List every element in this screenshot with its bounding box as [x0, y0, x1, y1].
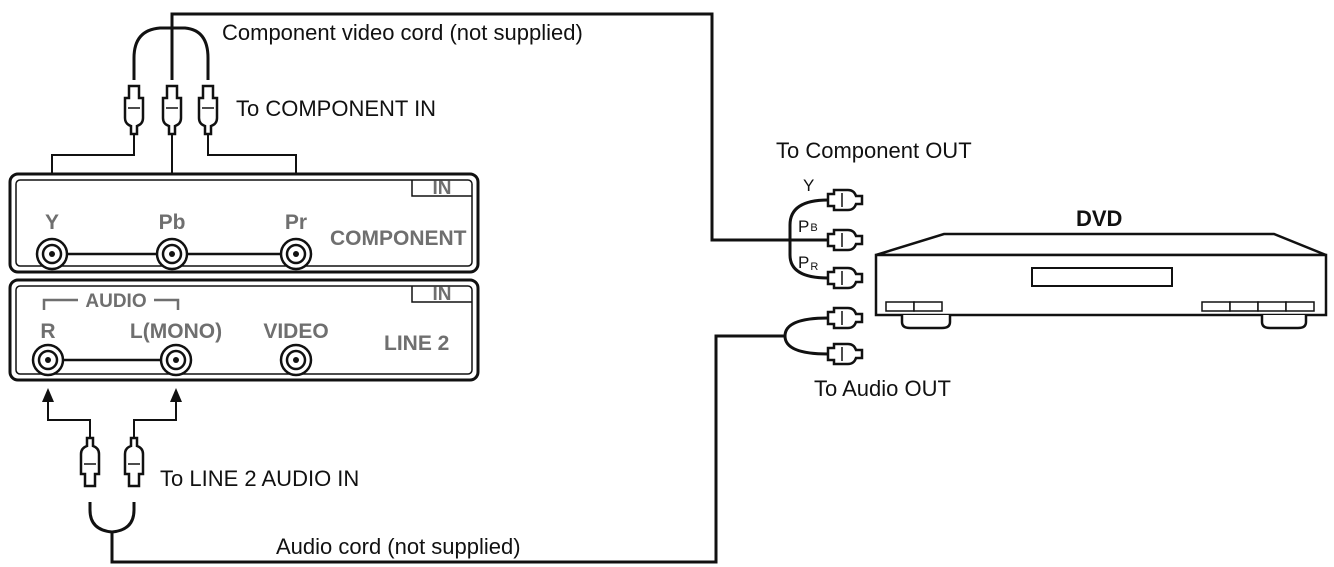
audio-cord-label: Audio cord (not supplied) — [276, 534, 521, 559]
jack-y[interactable] — [35, 237, 69, 271]
plug-icon — [123, 436, 145, 488]
arrow-up-icon — [42, 388, 54, 402]
plug-icon — [161, 84, 183, 136]
jack-label-r: R — [40, 320, 55, 343]
arrow-up-icon — [170, 388, 182, 402]
component-panel-title: COMPONENT — [330, 227, 467, 250]
audio-out-plugs — [783, 306, 864, 366]
jack-audio-r[interactable] — [31, 343, 65, 377]
plug-icon — [826, 342, 864, 366]
audio-cord — [42, 334, 785, 564]
line2-panel-title: LINE 2 — [384, 332, 449, 355]
jack-audio-l[interactable] — [159, 343, 193, 377]
plug-icon — [826, 188, 864, 212]
jack-label-video: VIDEO — [263, 320, 328, 343]
component-in-tag: IN — [433, 178, 452, 199]
plug-icon — [79, 436, 101, 488]
out-label-pb: PB — [798, 217, 818, 236]
to-line2-audio-in-label: To LINE 2 AUDIO IN — [160, 466, 359, 491]
out-label-y: Y — [803, 176, 814, 195]
dvd-player — [874, 232, 1328, 330]
jack-label-pb: Pb — [159, 211, 186, 234]
component-out-plugs — [788, 188, 864, 290]
component-in-panel: IN Y Pb Pr COMPONENT — [8, 172, 480, 274]
jack-label-pr: Pr — [285, 211, 307, 234]
line2-in-tag: IN — [433, 284, 452, 305]
component-cord-label: Component video cord (not supplied) — [222, 20, 583, 45]
to-component-out-label: To Component OUT — [776, 138, 972, 163]
dvd-label: DVD — [1076, 206, 1122, 231]
plug-icon — [197, 84, 219, 136]
jack-pr[interactable] — [279, 237, 313, 271]
out-label-pr: PR — [798, 253, 818, 273]
plug-icon — [123, 84, 145, 136]
jack-pb[interactable] — [155, 237, 189, 271]
plug-icon — [826, 306, 864, 330]
plug-icon — [826, 266, 864, 290]
audio-group-label: AUDIO — [85, 291, 146, 312]
jack-video[interactable] — [279, 343, 313, 377]
to-component-in-label: To COMPONENT IN — [236, 96, 436, 121]
jack-label-l-mono: L(MONO) — [130, 320, 222, 343]
jack-label-y: Y — [45, 211, 59, 234]
plug-icon — [826, 228, 864, 252]
line2-in-panel: IN AUDIO R L(MONO) VIDEO LINE 2 — [8, 278, 480, 382]
to-audio-out-label: To Audio OUT — [814, 376, 951, 401]
